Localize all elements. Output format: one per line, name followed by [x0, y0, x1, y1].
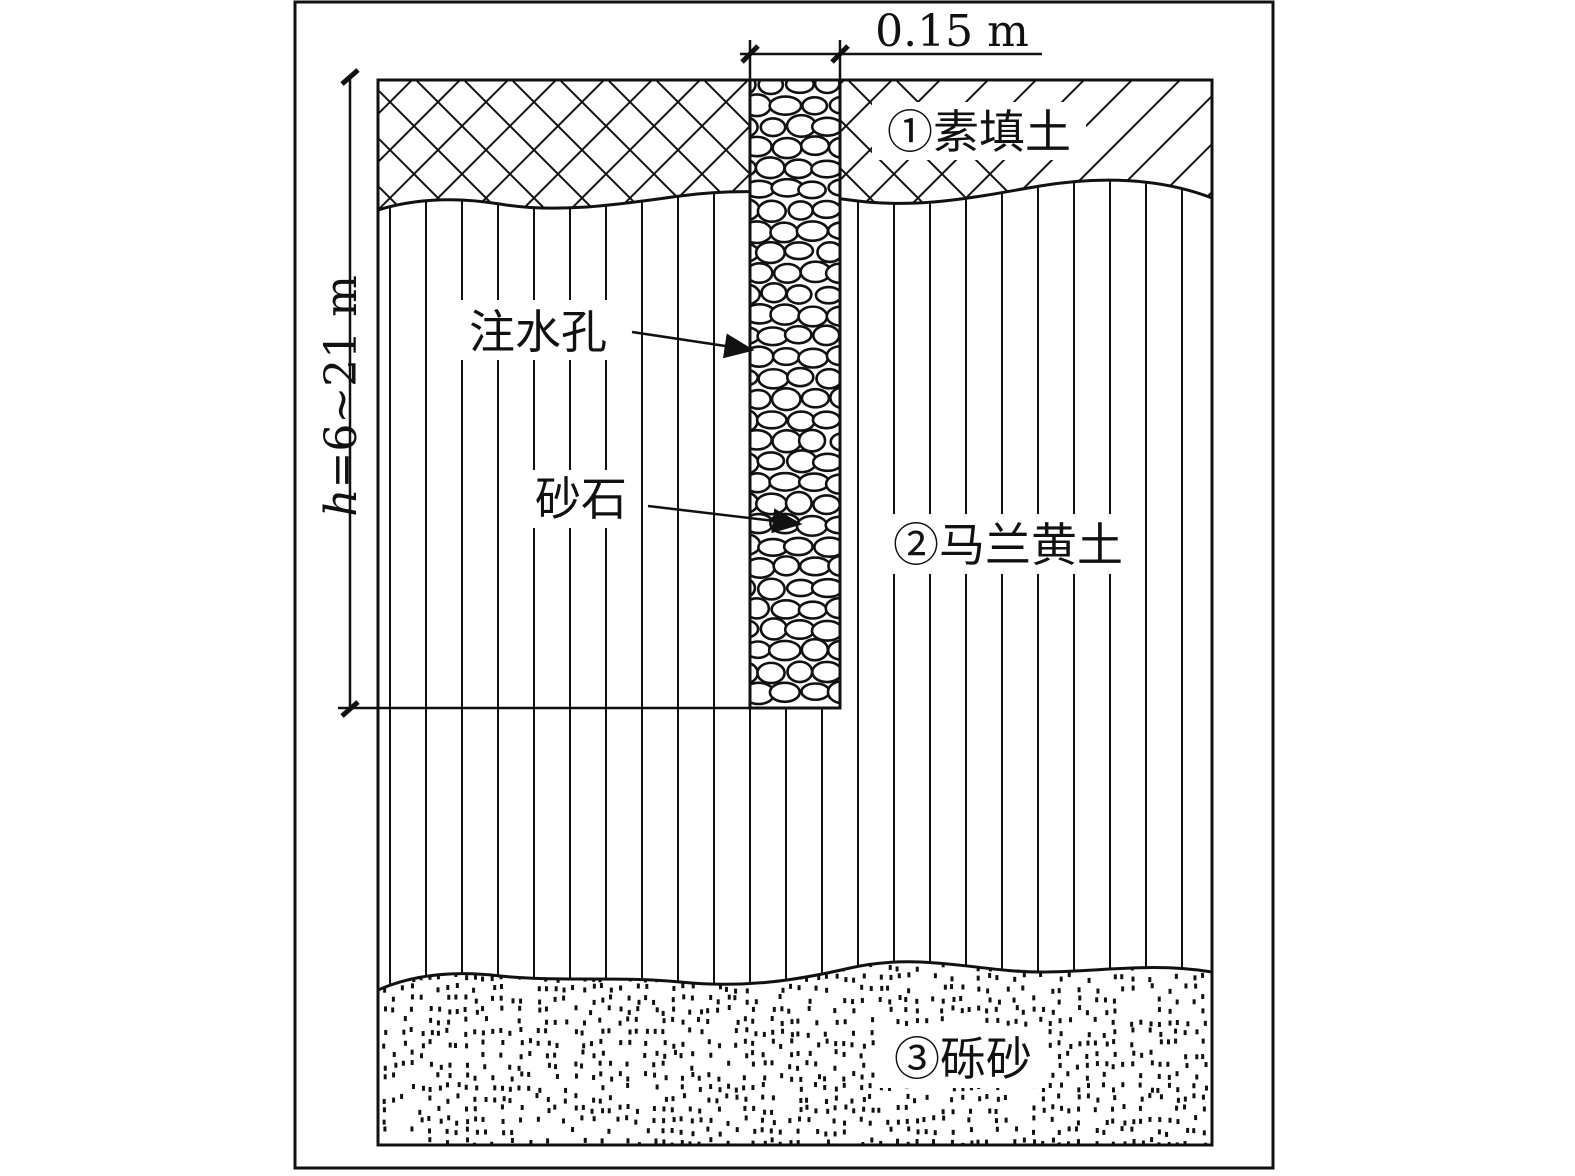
outer-frame	[293, 0, 1275, 1170]
fill-label-bg	[872, 102, 1086, 160]
gravel-label-bg	[878, 1028, 1048, 1088]
loess-hatch	[389, 180, 1183, 990]
gravel-sand-dots	[382, 961, 1208, 1145]
loess-label-bg	[872, 514, 1144, 574]
stone-label-bg	[522, 470, 640, 528]
injection-hole	[748, 78, 842, 710]
fill-soil-label: ①素填土	[887, 105, 1071, 159]
hole-label-bg	[458, 300, 618, 360]
depth-range: =6~21 m	[316, 275, 367, 488]
depth-var: h	[316, 489, 367, 517]
stone-label: 砂石	[535, 472, 627, 526]
gravel-sand-label: ③砾砂	[894, 1032, 1032, 1086]
width-tick-left	[740, 44, 760, 64]
width-tick-right	[830, 44, 850, 64]
stone-leader-arrow	[647, 504, 803, 534]
loess-label: ②马兰黄土	[893, 518, 1123, 572]
depth-dimension-label: h=6~21 m	[316, 275, 367, 517]
depth-dimension-tick-top	[340, 68, 360, 86]
hole-leader-arrow	[631, 330, 755, 359]
loess-gravel-boundary	[377, 960, 1213, 992]
width-dimension-label: 0.15 m	[875, 6, 1029, 57]
hole-label: 注水孔	[469, 305, 607, 359]
